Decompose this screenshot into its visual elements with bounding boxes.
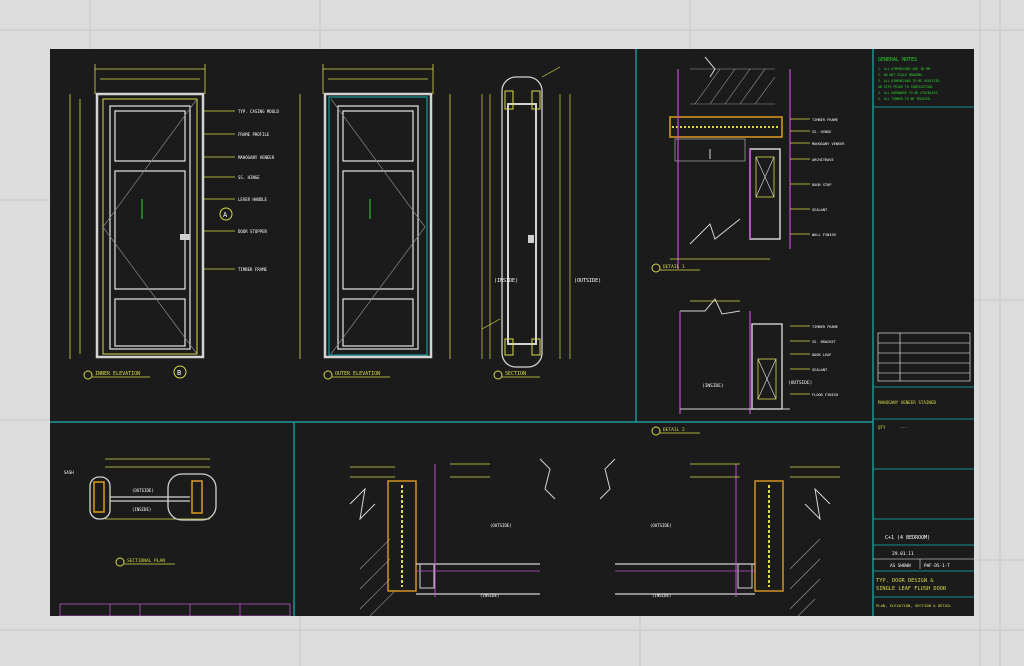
svg-text:(INSIDE): (INSIDE) — [702, 383, 724, 389]
sectional-plan: (OUTSIDE) (INSIDE) SASH SECTIONAL PLAN — [59, 458, 291, 616]
callout-a: A — [223, 211, 228, 219]
detail-1-label: DETAIL 1 — [663, 264, 685, 270]
svg-text:(OUTSIDE): (OUTSIDE) — [788, 380, 812, 386]
svg-text:WALL FINISH: WALL FINISH — [812, 233, 836, 237]
svg-text:DOOR STOPPER: DOOR STOPPER — [238, 229, 267, 234]
title-line-1: TYP. DOOR DESIGN & — [876, 578, 934, 584]
svg-text:3. ALL DIMENSIONS TO BE VERIFI: 3. ALL DIMENSIONS TO BE VERIFIED — [878, 79, 939, 83]
svg-text:TIMBER FRAME: TIMBER FRAME — [812, 325, 838, 329]
svg-text:SS. HINGE: SS. HINGE — [812, 130, 831, 134]
detail-2-label: DETAIL 2 — [663, 427, 685, 433]
inner-elevation-label: INNER ELEVATION — [95, 371, 140, 377]
svg-text:(INSIDE): (INSIDE) — [652, 593, 671, 598]
finish-text: MAHOGANY VENEER STAINED — [878, 400, 936, 405]
svg-text:MAHOGANY VENEER: MAHOGANY VENEER — [238, 155, 275, 160]
general-notes-heading: GENERAL NOTES — [878, 57, 917, 63]
svg-text:4. ALL HARDWARE TO BE STAINLES: 4. ALL HARDWARE TO BE STAINLESS — [878, 91, 938, 95]
title-block: GENERAL NOTES 1. ALL DIMENSIONS ARE IN M… — [873, 57, 974, 608]
svg-text:TIMBER FRAME: TIMBER FRAME — [812, 118, 838, 122]
sash-label: SASH — [64, 470, 74, 475]
svg-text:2. DO NOT SCALE DRAWING.: 2. DO NOT SCALE DRAWING. — [878, 73, 924, 77]
unit-type: C+1 (4 BEDROOM) — [885, 535, 930, 541]
drawing-scale: AS SHOWN — [890, 563, 911, 569]
detail-2: TIMBER FRAME SS. BRACKET DOOR LEAF SEALA… — [651, 298, 838, 436]
svg-text:MAHOGANY VENEER: MAHOGANY VENEER — [812, 142, 845, 146]
sectional-plan-label: SECTIONAL PLAN — [127, 558, 165, 564]
title-line-2: SINGLE LEAF FLUSH DOOR — [876, 586, 947, 592]
vertical-section: (INSIDE) (OUTSIDE) SECTION — [481, 66, 601, 380]
svg-text:SS. HINGE: SS. HINGE — [238, 175, 260, 180]
qty-label: QTY — [878, 425, 886, 430]
svg-text:SS. BRACKET: SS. BRACKET — [812, 340, 837, 344]
svg-text:(OUTSIDE): (OUTSIDE) — [650, 523, 672, 528]
cad-sheet: TYP. CASING MOULD FRAME PROFILE MAHOGANY… — [50, 49, 974, 616]
outer-elevation: OUTER ELEVATION — [299, 64, 451, 380]
svg-text:(INSIDE): (INSIDE) — [480, 593, 499, 598]
outer-elevation-label: OUTER ELEVATION — [335, 371, 380, 377]
svg-text:TIMBER FRAME: TIMBER FRAME — [238, 267, 267, 272]
svg-text:(INSIDE): (INSIDE) — [132, 507, 151, 512]
sheet-dividers — [50, 49, 874, 616]
svg-text:DOOR LEAF: DOOR LEAF — [812, 353, 831, 357]
svg-text:FRAME PROFILE: FRAME PROFILE — [238, 132, 270, 137]
svg-text:LEVER HANDLE: LEVER HANDLE — [238, 197, 267, 202]
svg-text:5. ALL TIMBER TO BE TREATED.: 5. ALL TIMBER TO BE TREATED. — [878, 97, 932, 101]
drawing-number: PHF-DS-1-T — [924, 563, 950, 569]
callout-b: B — [177, 369, 181, 377]
drawing-date: 29.01.11 — [892, 551, 914, 557]
svg-text:SEALANT: SEALANT — [812, 208, 828, 212]
svg-text:DOOR STOP: DOOR STOP — [812, 183, 831, 187]
svg-text:(OUTSIDE): (OUTSIDE) — [132, 488, 154, 493]
inner-elevation: TYP. CASING MOULD FRAME PROFILE MAHOGANY… — [69, 64, 280, 380]
svg-text:FLOOR FINISH: FLOOR FINISH — [812, 393, 838, 397]
cad-drawing: TYP. CASING MOULD FRAME PROFILE MAHOGANY… — [50, 49, 974, 616]
detail-1: TIMBER FRAME SS. HINGE MAHOGANY VENEER A… — [651, 56, 845, 273]
svg-text:(INSIDE): (INSIDE) — [494, 278, 518, 284]
svg-text:ARCHITRAVE: ARCHITRAVE — [812, 158, 834, 162]
jamb-details: (INSIDE) (OUTSIDE) (INSIDE) (OUTSIDE) — [349, 458, 840, 616]
svg-text:(OUTSIDE): (OUTSIDE) — [490, 523, 512, 528]
svg-text:1. ALL DIMENSIONS ARE IN MM.: 1. ALL DIMENSIONS ARE IN MM. — [878, 67, 932, 71]
drawing-subtitle: PLAN, ELEVATION, SECTION & DETAIL — [876, 603, 952, 608]
svg-text:ON SITE PRIOR TO FABRICATION.: ON SITE PRIOR TO FABRICATION. — [878, 85, 934, 89]
svg-text:(OUTSIDE): (OUTSIDE) — [574, 278, 601, 284]
qty-value: --- — [900, 425, 908, 430]
section-label: SECTION — [505, 371, 526, 377]
svg-text:SEALANT: SEALANT — [812, 368, 828, 372]
svg-text:TYP. CASING MOULD: TYP. CASING MOULD — [238, 109, 280, 114]
